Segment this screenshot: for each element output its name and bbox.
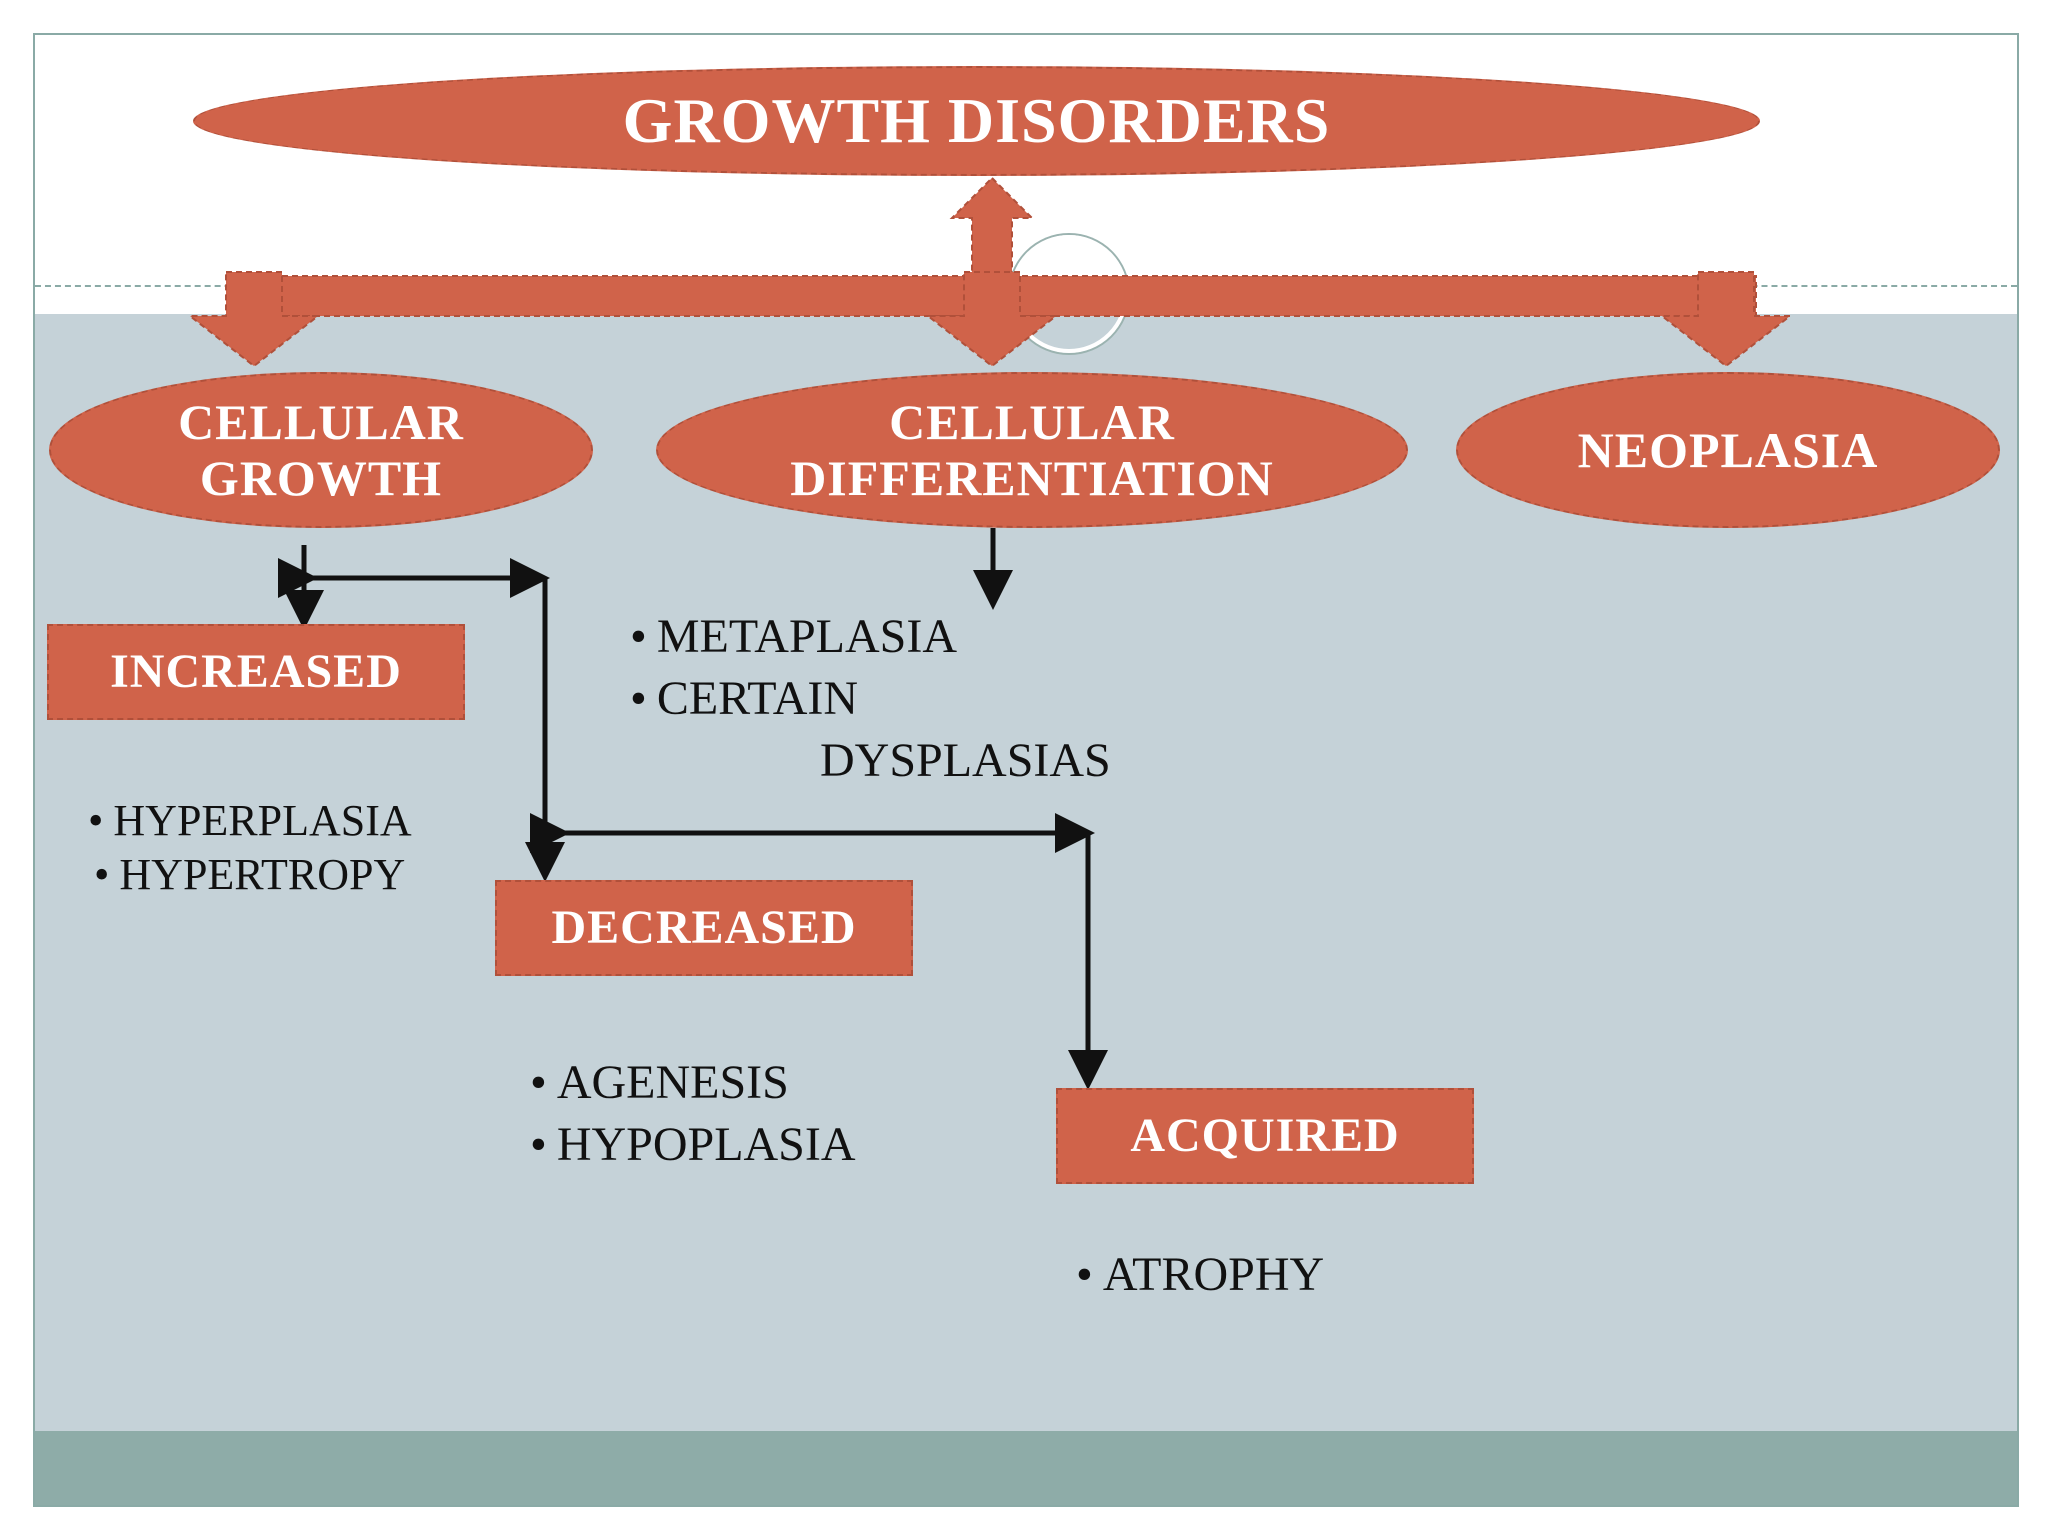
list-item: CERTAIN <box>630 668 957 730</box>
node-increased: INCREASED <box>47 624 465 720</box>
footer-band <box>35 1431 2017 1505</box>
acquired-list: ATROPHY <box>1076 1244 1324 1306</box>
title-ellipse: GROWTH DISORDERS <box>193 66 1760 176</box>
node-acquired: ACQUIRED <box>1056 1088 1474 1184</box>
down-block-arrow-center <box>925 271 1059 368</box>
category-label: CELLULAR GROWTH <box>178 394 464 506</box>
diagram-title: GROWTH DISORDERS <box>622 85 1331 157</box>
differentiation-list: METAPLASIA CERTAIN <box>630 606 957 730</box>
category-neoplasia: NEOPLASIA <box>1456 372 2000 528</box>
list-item: ATROPHY <box>1076 1244 1324 1306</box>
list-item: METAPLASIA <box>630 606 957 668</box>
down-block-arrow-right <box>1659 271 1793 368</box>
list-item: AGENESIS <box>530 1052 856 1114</box>
down-block-arrow-left <box>187 271 321 368</box>
list-item: HYPERPLASIA <box>88 794 411 848</box>
node-label: ACQUIRED <box>1130 1109 1400 1163</box>
list-item: HYPERTROPY <box>88 848 412 902</box>
up-block-arrow <box>949 176 1035 277</box>
node-label: INCREASED <box>110 645 402 699</box>
category-label: CELLULAR DIFFERENTIATION <box>790 394 1274 506</box>
category-label: NEOPLASIA <box>1577 422 1879 478</box>
node-decreased: DECREASED <box>495 880 913 976</box>
increased-list: HYPERPLASIA HYPERTROPY <box>88 794 412 902</box>
node-label: DECREASED <box>551 901 857 955</box>
decreased-list: AGENESIS HYPOPLASIA <box>530 1052 856 1176</box>
category-cellular-growth: CELLULAR GROWTH <box>49 372 593 528</box>
category-cellular-differentiation: CELLULAR DIFFERENTIATION <box>656 372 1408 528</box>
list-item-continuation: DYSPLASIAS <box>820 734 1111 787</box>
list-item: HYPOPLASIA <box>530 1114 856 1176</box>
